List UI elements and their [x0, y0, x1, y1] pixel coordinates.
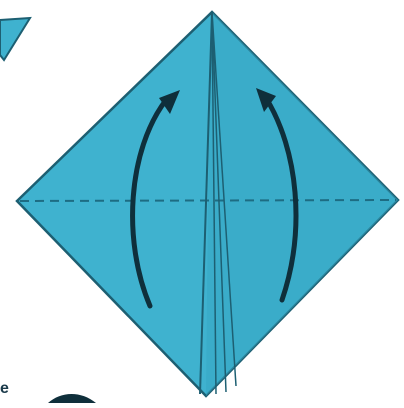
next-step-fragment [48, 394, 96, 403]
bottom-left-text-fragment: e [0, 380, 9, 398]
right-flap [206, 12, 398, 396]
previous-step-fragment [0, 18, 30, 60]
